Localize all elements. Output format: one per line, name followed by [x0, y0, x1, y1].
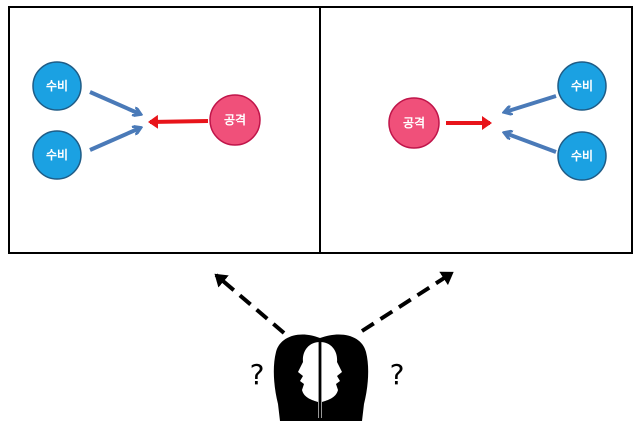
question-mark-right: ? — [390, 358, 405, 391]
attack-node: 공격 — [209, 94, 261, 146]
defense-arrow-bottom — [89, 128, 140, 152]
defense-node: 수비 — [32, 130, 82, 180]
defense-node-label: 수비 — [571, 78, 593, 93]
defense-node-label: 수비 — [571, 148, 593, 163]
defense-node: 수비 — [557, 61, 607, 111]
defense-node-label: 수비 — [46, 147, 68, 162]
two-faced-head-silhouette-icon — [273, 334, 369, 421]
defense-node-label: 수비 — [46, 78, 68, 93]
choice-arrow-left — [214, 273, 286, 335]
defense-arrow-bottom — [505, 133, 557, 154]
left-panel: 수비 수비 공격 — [32, 61, 261, 180]
defense-arrow-top — [505, 94, 557, 112]
question-mark-left: ? — [250, 358, 265, 391]
attack-arrow — [148, 114, 209, 129]
defense-node: 수비 — [32, 61, 82, 111]
attack-node: 공격 — [388, 97, 440, 149]
right-panel: 공격 수비 수비 — [388, 61, 607, 181]
defense-arrow-top — [89, 90, 140, 114]
panels-frame — [8, 6, 633, 254]
attack-node-label: 공격 — [403, 115, 425, 130]
attack-node-label: 공격 — [224, 112, 246, 127]
choice-arrow-right — [360, 271, 454, 333]
defense-node: 수비 — [557, 131, 607, 181]
